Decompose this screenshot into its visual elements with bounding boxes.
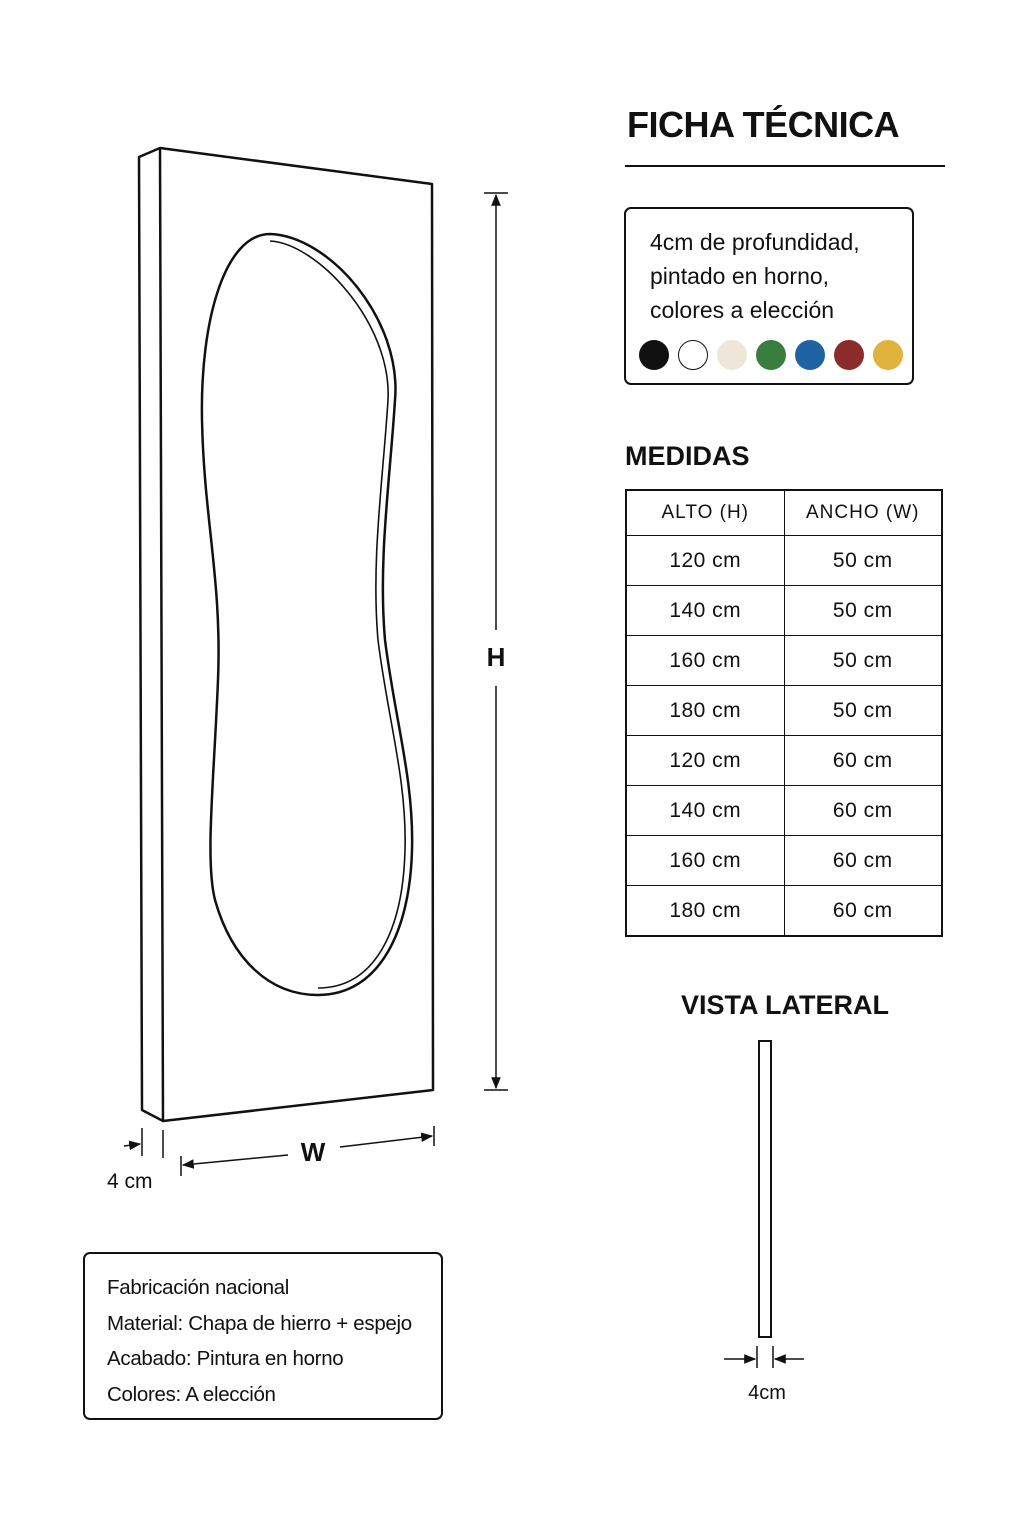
width-cell: 60 cm xyxy=(783,735,943,786)
header-height: ALTO (H) xyxy=(625,489,785,536)
side-view-profile xyxy=(724,1040,804,1368)
page-title: FICHA TÉCNICA xyxy=(627,104,900,145)
width-cell: 60 cm xyxy=(783,785,943,836)
width-dimension xyxy=(180,1126,435,1176)
width-arrow-left xyxy=(181,1154,289,1169)
side-view-title: VISTA LATERAL xyxy=(681,990,889,1020)
width-cell: 50 cm xyxy=(783,635,943,686)
spec-line: pintado en horno, xyxy=(650,263,830,289)
cream-swatch xyxy=(717,340,747,370)
info-item: Colores: A elección xyxy=(107,1382,276,1406)
depth-dimension xyxy=(123,1128,164,1158)
red-swatch xyxy=(834,340,864,370)
spec-line: colores a elección xyxy=(650,297,835,323)
black-swatch xyxy=(639,340,669,370)
info-item: Fabricación nacional xyxy=(107,1276,290,1299)
info-box: Fabricación nacional Material: Chapa de … xyxy=(83,1252,443,1420)
white-swatch xyxy=(678,340,708,370)
spec-text: 4cm de profundidad, pintado en horno, co… xyxy=(650,225,860,327)
color-swatches xyxy=(639,340,903,370)
width-cell: 50 cm xyxy=(783,685,943,736)
width-cell: 50 cm xyxy=(783,585,943,636)
panel-side xyxy=(137,146,164,1123)
mirror-inner-edge xyxy=(269,240,406,989)
info-item: Acabado: Pintura en horno xyxy=(107,1347,344,1370)
title-divider xyxy=(625,165,945,167)
green-swatch xyxy=(756,340,786,370)
height-cell: 140 cm xyxy=(625,785,785,836)
depth-label: 4 cm xyxy=(107,1170,153,1193)
width-cell: 50 cm xyxy=(783,535,943,586)
width-label: W xyxy=(301,1137,326,1167)
height-cell: 160 cm xyxy=(625,835,785,886)
width-arrow-right xyxy=(339,1132,434,1148)
side-profile-bar xyxy=(758,1040,772,1338)
organic-mirror-outline xyxy=(200,232,414,997)
measures-title: MEDIDAS xyxy=(625,441,750,471)
height-cell: 120 cm xyxy=(625,735,785,786)
height-cell: 120 cm xyxy=(625,535,785,586)
header-width: ANCHO (W) xyxy=(783,489,943,536)
width-cell: 60 cm xyxy=(783,835,943,886)
spec-line: 4cm de profundidad, xyxy=(650,229,860,255)
height-cell: 180 cm xyxy=(625,885,785,937)
height-cell: 180 cm xyxy=(625,685,785,736)
panel-face xyxy=(158,146,435,1123)
spec-box: 4cm de profundidad, pintado en horno, co… xyxy=(624,207,914,385)
width-cell: 60 cm xyxy=(783,885,943,937)
yellow-swatch xyxy=(873,340,903,370)
height-dimension xyxy=(484,192,508,1091)
blue-swatch xyxy=(795,340,825,370)
height-label: H xyxy=(487,642,506,672)
mirror-panel xyxy=(137,146,435,1123)
height-cell: 140 cm xyxy=(625,585,785,636)
info-list: Fabricación nacional Material: Chapa de … xyxy=(107,1270,412,1412)
table-header-row: ALTO (H) ANCHO (W) xyxy=(625,489,943,536)
height-cell: 160 cm xyxy=(625,635,785,686)
side-depth-label: 4cm xyxy=(748,1382,786,1404)
info-item: Material: Chapa de hierro + espejo xyxy=(107,1311,412,1335)
